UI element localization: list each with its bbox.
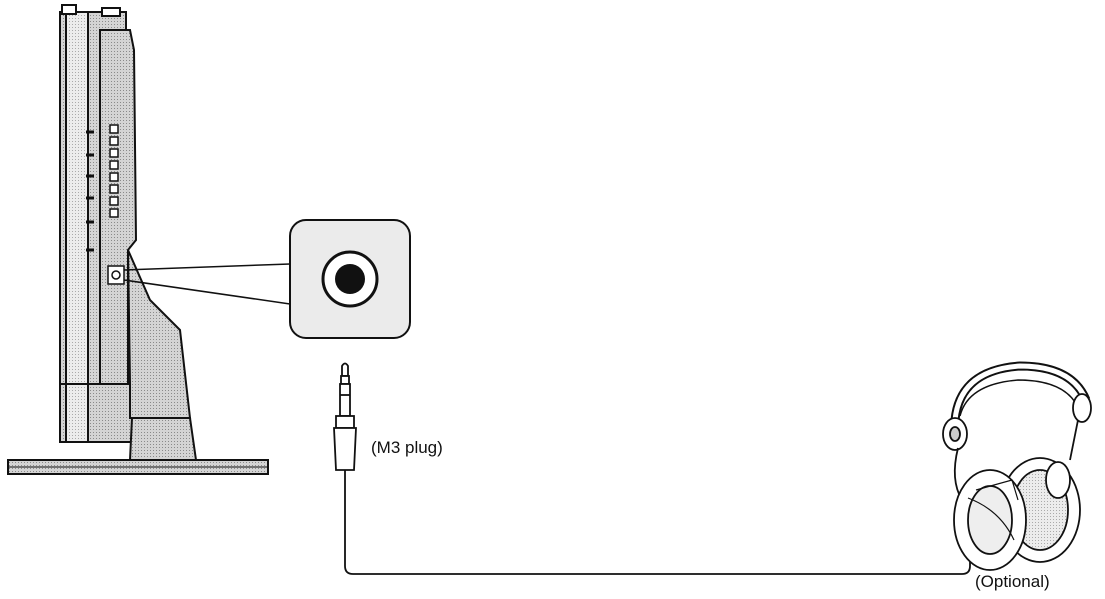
headphones-icon bbox=[942, 361, 1092, 571]
optional-label: (Optional) bbox=[975, 572, 1050, 591]
headphone-jack-callout bbox=[289, 219, 411, 339]
callout-lines bbox=[123, 263, 291, 305]
m3-plug-icon bbox=[333, 362, 357, 471]
headphone-jack-icon bbox=[321, 250, 379, 308]
tv-side-view-icon bbox=[7, 4, 269, 475]
m3-plug-label: (M3 plug) bbox=[371, 438, 443, 457]
headphone-cable bbox=[344, 470, 971, 575]
